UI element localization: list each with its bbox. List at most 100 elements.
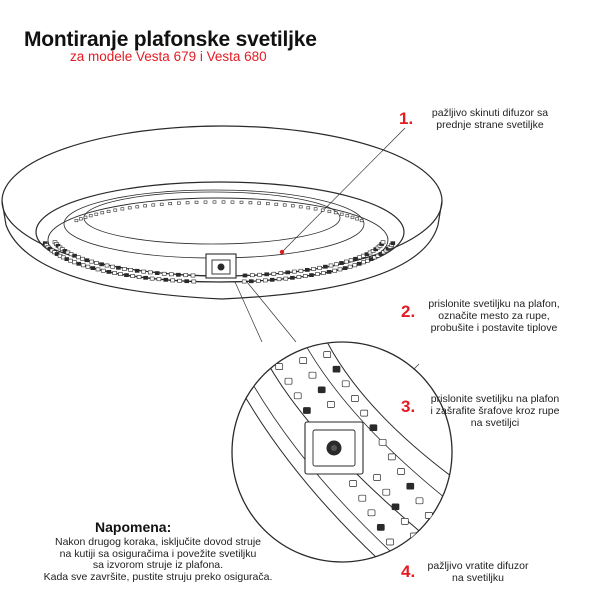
magnified-led-dot xyxy=(351,395,359,402)
led-dot xyxy=(342,266,348,271)
led-dot xyxy=(339,212,344,216)
led-dot xyxy=(190,273,196,278)
led-dot xyxy=(191,279,197,284)
led-dot xyxy=(170,278,175,283)
led-dot xyxy=(169,272,174,277)
magnified-led-dot xyxy=(415,497,424,505)
led-dot xyxy=(353,256,358,261)
magnified-led-dot xyxy=(314,342,322,344)
led-dot xyxy=(74,219,79,223)
page-title: Montiranje plafonske svetiljke xyxy=(24,28,317,51)
step-1-line-2: prednje strane svetiljke xyxy=(436,119,544,131)
step-1-line-1: pažljivo skinuti difuzor sa xyxy=(431,107,549,119)
magnified-led-dot xyxy=(424,512,433,519)
led-dot xyxy=(134,268,140,273)
led-dot xyxy=(95,267,101,272)
magnified-led-dot xyxy=(367,509,376,517)
magnified-led-dot xyxy=(373,474,381,481)
magnified-led-dot xyxy=(386,538,394,546)
led-dot xyxy=(68,258,73,263)
led-dot xyxy=(332,268,338,273)
led-dot xyxy=(320,208,325,212)
led-dot xyxy=(106,209,111,213)
led-dot xyxy=(83,215,88,219)
step-3-line-1: prislonite svetiljku na plafon xyxy=(430,393,560,405)
led-dot xyxy=(282,203,287,207)
led-dot xyxy=(285,270,291,275)
led-dot xyxy=(380,240,386,245)
led-dot xyxy=(339,261,344,265)
led-dot xyxy=(278,271,284,276)
led-dot xyxy=(334,262,339,267)
magnified-led-dot xyxy=(382,488,391,496)
magnified-led-dot xyxy=(360,409,369,417)
led-dot xyxy=(328,263,334,268)
led-dot xyxy=(72,260,77,265)
led-dot xyxy=(168,202,172,206)
mounting-plate-icon xyxy=(304,421,364,475)
note-text: Nakon drugog koraka, isključite dovod st… xyxy=(8,536,308,583)
led-dot xyxy=(85,264,91,269)
led-dot xyxy=(317,265,322,270)
led-dot xyxy=(100,211,105,215)
led-dot xyxy=(156,277,162,282)
led-dot xyxy=(148,270,153,275)
led-dot xyxy=(143,275,148,280)
magnified-led-dot xyxy=(308,371,317,379)
led-dot xyxy=(161,271,167,276)
note-line-3: sa izvorom struje iz plafona. xyxy=(92,559,224,571)
magnified-led-dot xyxy=(275,363,284,370)
led-dot xyxy=(265,202,270,206)
led-dot xyxy=(302,274,308,279)
led-dot xyxy=(94,261,99,265)
step-4-line-2: na svetiljku xyxy=(452,572,504,584)
step-2-line-3: probušite i postavite tiplove xyxy=(430,322,558,334)
magnified-led-dot xyxy=(349,480,357,487)
led-dot xyxy=(326,269,332,274)
led-dot xyxy=(176,272,181,277)
magnified-led-dot xyxy=(290,342,298,350)
led-dot xyxy=(290,204,295,208)
magnified-led-dot xyxy=(400,518,409,525)
led-dot xyxy=(163,277,169,282)
led-dot xyxy=(89,259,94,264)
magnified-led-dot xyxy=(358,494,367,502)
magnified-led-dot xyxy=(293,392,302,400)
led-dot xyxy=(127,206,132,210)
led-dot xyxy=(313,207,318,211)
led-dot xyxy=(159,202,164,206)
led-dot xyxy=(212,200,217,204)
step-2-line-2: označite mesto za rupe, xyxy=(438,310,550,322)
led-dot xyxy=(143,204,147,208)
led-dot xyxy=(113,208,118,212)
led-dot xyxy=(309,273,314,278)
magnified-led-dot xyxy=(332,365,341,373)
step-3-number: 3. xyxy=(401,397,416,416)
led-dot xyxy=(356,261,362,266)
led-dot xyxy=(80,263,86,268)
led-dot xyxy=(221,200,226,204)
led-dot xyxy=(242,273,248,278)
led-dot xyxy=(183,273,188,278)
led-dot xyxy=(348,258,354,263)
led-dot xyxy=(262,278,268,283)
led-dot xyxy=(264,272,270,277)
led-dot xyxy=(116,265,121,270)
led-dot xyxy=(350,215,355,219)
led-dot xyxy=(72,253,77,258)
led-dot xyxy=(292,269,297,274)
magnified-led-dot xyxy=(406,482,415,490)
magnified-led-dot xyxy=(266,348,274,356)
led-dot xyxy=(315,272,320,277)
step-1-number: 1. xyxy=(399,109,414,128)
led-dot xyxy=(257,272,262,277)
magnified-led-dot xyxy=(323,351,332,358)
led-dot xyxy=(88,214,93,218)
led-dot xyxy=(120,207,125,211)
led-dot xyxy=(347,264,353,269)
led-dot xyxy=(94,212,99,216)
led-dot xyxy=(365,258,370,263)
step-2-text: prislonite svetiljku na plafon, označite… xyxy=(418,298,570,334)
note-line-4: Kada sve završite, pustite struju preko … xyxy=(43,570,273,583)
